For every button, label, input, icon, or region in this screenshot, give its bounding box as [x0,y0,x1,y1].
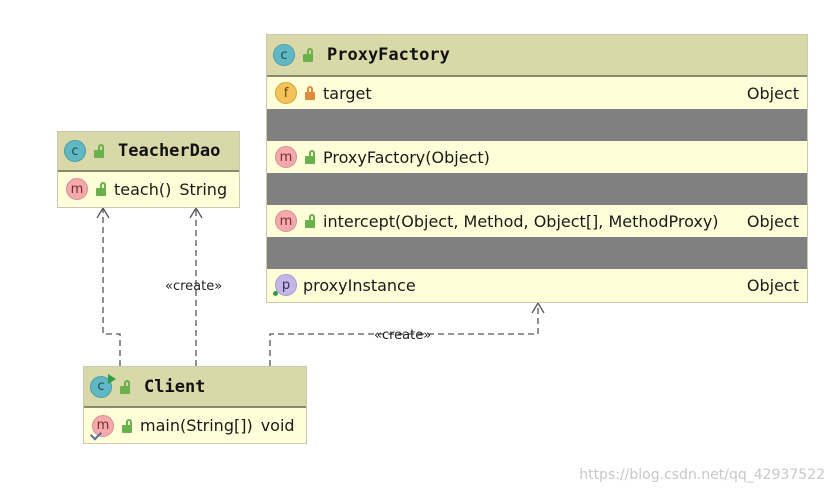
method-icon: m [66,178,88,200]
stereotype-label-create-teacherdao: «create» [165,279,223,294]
method-icon: m [275,146,297,168]
runnable-class-icon: c [90,373,116,398]
member-type: Object [746,211,799,231]
arrowhead-proxyfactory [531,301,545,314]
class-icon: c [64,140,86,162]
private-lock-icon [303,86,317,100]
dependency-line-client-teacherdao-1 [102,209,121,366]
public-lock-icon [303,214,317,228]
method-row-main[interactable]: m main(String[]) void [84,408,306,443]
watermark-text: https://blog.csdn.net/qq_42937522 [579,467,825,483]
method-icon: m [275,210,297,232]
field-icon: f [275,82,297,104]
class-teacherdao[interactable]: c TeacherDao m teach() String [57,131,240,208]
class-name: TeacherDao [118,141,221,161]
member-label: target [323,83,372,103]
method-row-teach[interactable]: m teach() String [58,172,239,206]
public-lock-icon [301,48,315,62]
class-header: c Client [84,367,306,408]
public-lock-icon [303,150,317,164]
class-icon: c [273,44,295,66]
compartment-divider [267,237,807,269]
compartment-divider [267,109,807,141]
property-row-proxyinstance[interactable]: p proxyInstance Object [267,269,807,301]
method-row-intercept[interactable]: m intercept(Object, Method, Object[], Me… [267,205,807,237]
dependency-line-client-proxyfactory [269,304,539,366]
class-name: ProxyFactory [327,45,450,65]
class-client[interactable]: c Client m main(String[]) void [83,366,307,444]
static-method-icon: m [92,414,114,437]
field-row-target[interactable]: f target Object [267,77,807,109]
arrowhead-teacherdao-1 [96,206,110,219]
member-label: proxyInstance [303,275,416,295]
public-lock-icon [94,182,108,196]
stereotype-label-create-proxyfactory: «create» [374,328,432,343]
arrowhead-teacherdao-2 [189,206,203,219]
class-proxyfactory[interactable]: c ProxyFactory f target Object m ProxyFa… [266,34,808,303]
property-icon: p [273,274,297,296]
compartment-divider [267,173,807,205]
public-lock-icon [120,418,134,433]
public-lock-icon [118,379,132,394]
class-header: c ProxyFactory [267,35,807,77]
member-label: intercept(Object, Method, Object[], Meth… [323,211,719,231]
member-label: ProxyFactory(Object) [323,147,490,167]
class-name: Client [144,376,206,397]
method-row-constructor[interactable]: m ProxyFactory(Object) [267,141,807,173]
member-label: teach() [114,179,172,199]
member-label: main(String[]) [140,416,253,435]
member-type: void [260,416,295,435]
member-type: String [179,179,228,199]
member-type: Object [746,275,799,295]
class-header: c TeacherDao [58,132,239,172]
member-type: Object [746,83,799,103]
public-lock-icon [92,144,106,158]
